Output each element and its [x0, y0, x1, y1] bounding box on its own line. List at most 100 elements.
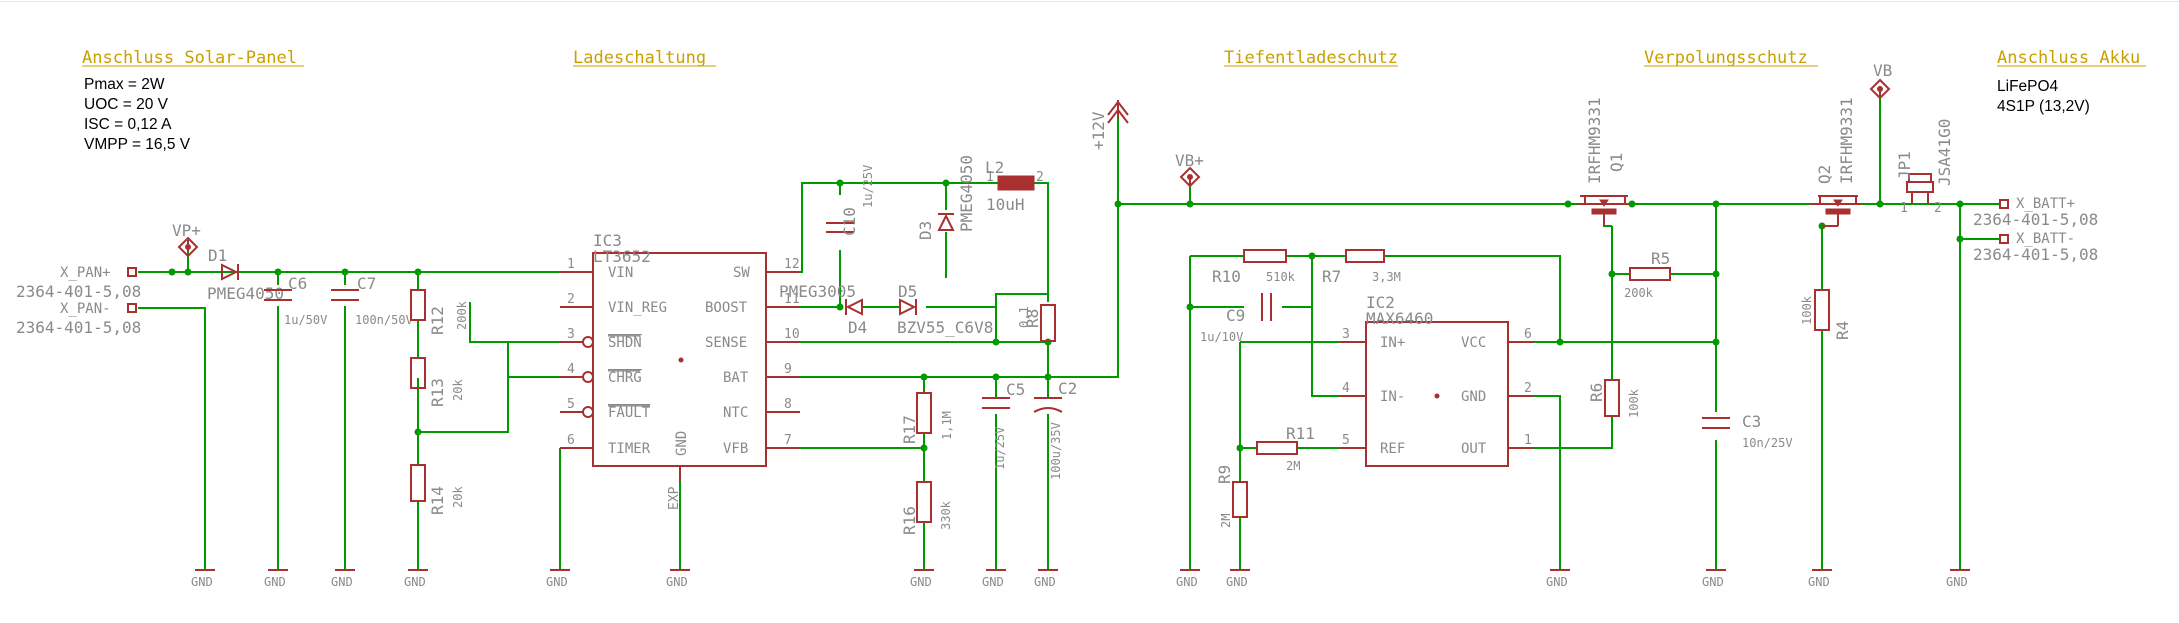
svg-text:GND: GND — [1034, 575, 1056, 589]
svg-text:GND: GND — [1546, 575, 1568, 589]
ic3-pin-vin: VIN — [608, 265, 633, 281]
solar-spec-vmpp: VMPP = 16,5 V — [84, 136, 191, 153]
resistor-r7: R7 3,3M — [1322, 249, 1401, 286]
svg-text:GND: GND — [546, 575, 568, 589]
d3-name: D3 — [916, 221, 935, 240]
svg-text:GND: GND — [1176, 575, 1198, 589]
r9-name: R9 — [1215, 465, 1234, 484]
gnd-symbol: GND — [1946, 569, 1970, 589]
q1-name: Q1 — [1607, 153, 1626, 172]
r5-name: R5 — [1651, 249, 1670, 268]
battery-spec-config: 4S1P (13,2V) — [1997, 98, 2090, 115]
r4-name: R4 — [1833, 321, 1852, 340]
svg-text:GND: GND — [191, 575, 213, 589]
junctions — [168, 179, 1964, 452]
gnd-symbol: GND — [546, 569, 570, 589]
ic3-pin-5-num: 5 — [567, 397, 575, 412]
ic2-pin-4-num: 4 — [1342, 381, 1350, 396]
connector-part-batt-1: 2364-401-5,08 — [1973, 210, 2098, 229]
ic3-pin-9-num: 9 — [784, 362, 792, 377]
solar-specs: Pmax = 2W UOC = 20 V ISC = 0,12 A VMPP =… — [84, 75, 190, 155]
section-title-charge: Ladeschaltung — [573, 48, 706, 68]
ic3-pin-sw: SW — [733, 265, 750, 281]
ic3-pin-12-num: 12 — [784, 257, 800, 272]
capacitor-c9: C9 1u/10V — [1200, 293, 1272, 344]
c7-value: 100n/50V — [355, 313, 413, 327]
d1-value: PMEG4050 — [207, 284, 284, 303]
gnd-symbol: GND — [331, 569, 355, 589]
resistor-r5: R5 200k — [1624, 249, 1671, 300]
gnd-symbol: GND — [264, 569, 288, 589]
svg-text:GND: GND — [1702, 575, 1724, 589]
ic3-pin-boost: BOOST — [705, 300, 748, 316]
l2-value: 10uH — [986, 195, 1025, 214]
capacitor-c7: C7 100n/50V — [331, 274, 413, 327]
ic3-pin-4-num: 4 — [567, 362, 575, 377]
ic3-lt3652: IC3 LT3652 1 2 3 4 5 6 VIN VIN_REG SHDN … — [560, 231, 800, 510]
r10-value: 510k — [1266, 270, 1296, 284]
ic2-pin-in-plus: IN+ — [1380, 335, 1405, 351]
capacitor-c2: C2 100u/35V — [1033, 379, 1077, 480]
connector-part-batt-2: 2364-401-5,08 — [1973, 245, 2098, 264]
resistor-r8: R8 0,1 — [1017, 304, 1056, 342]
ic3-pin-bat: BAT — [723, 370, 749, 386]
r11-name: R11 — [1286, 424, 1315, 443]
ic3-pin-vfb: VFB — [723, 441, 748, 457]
d5-name: D5 — [898, 282, 917, 301]
gnd-symbol: GND — [1808, 569, 1832, 589]
r4-value: 100k — [1800, 295, 1814, 325]
resistor-r17: R17 1,1M — [900, 392, 954, 444]
gnd-symbol: GND — [1034, 569, 1058, 589]
ic2-pin-in-minus: IN- — [1380, 389, 1405, 405]
section-title-deep-discharge: Tiefentladeschutz — [1224, 48, 1398, 68]
resistor-r14: R14 20k — [410, 464, 465, 515]
ic2-pin-1-num: 1 — [1524, 433, 1532, 448]
c9-name: C9 — [1226, 306, 1245, 325]
connector-label-batt-pos: X_BATT+ — [2016, 196, 2075, 212]
ic2-part: MAX6460 — [1366, 309, 1433, 328]
d3-value: PMEG4050 — [957, 155, 976, 232]
ic3-pin-3-num: 3 — [567, 327, 575, 342]
diode-d3: D3 PMEG4050 — [916, 155, 976, 240]
resistor-r10: R10 510k — [1212, 249, 1296, 286]
gnd-symbol: GND — [982, 569, 1006, 589]
ic3-pin-chrg: CHRG — [608, 370, 642, 386]
ic3-pin-10-num: 10 — [784, 327, 800, 342]
svg-text:GND: GND — [1946, 575, 1968, 589]
c3-value: 10n/25V — [1742, 436, 1793, 450]
resistor-r9: R9 2M — [1215, 465, 1248, 528]
r12-value: 200k — [455, 300, 469, 330]
gnd-symbol: GND — [191, 569, 215, 589]
gnd-symbol: GND — [1546, 569, 1570, 589]
svg-text:2: 2 — [1934, 201, 1942, 216]
ic3-part: LT3652 — [593, 247, 651, 266]
q2-name: Q2 — [1815, 165, 1834, 184]
q1-value: IRFHM9331 — [1585, 97, 1604, 184]
jp1-value: JSA41G0 — [1935, 119, 1954, 186]
diode-d1: D1 PMEG4050 — [207, 246, 284, 303]
c7-name: C7 — [357, 274, 376, 293]
c5-value: 1u/25V — [993, 427, 1007, 470]
ic3-pin-2-num: 2 — [567, 292, 575, 307]
c2-value: 100u/35V — [1049, 422, 1063, 480]
connector-label-pan-neg: X_PAN- — [60, 301, 111, 317]
svg-text:2: 2 — [1036, 170, 1044, 185]
battery-connector: X_BATT+ X_BATT- 2364-401-5,08 2364-401-5… — [1973, 196, 2098, 264]
ic3-pin-1-num: 1 — [567, 257, 575, 272]
gnd-symbol: GND — [910, 569, 934, 589]
resistor-r16: R16 330k — [900, 481, 953, 535]
vb-plus-symbol: VB+ — [1175, 151, 1204, 188]
mosfet-q1: IRFHM9331 Q1 — [1577, 97, 1629, 226]
ic2-name: IC2 — [1366, 293, 1395, 312]
ic3-pin-timer: TIMER — [608, 441, 651, 457]
c10-value: 1u/25V — [861, 165, 875, 208]
connector-part-pan-1: 2364-401-5,08 — [16, 282, 141, 301]
gnd-symbol: GND — [404, 569, 428, 589]
r12-name: R12 — [428, 306, 447, 335]
ic3-pin-vin-reg: VIN_REG — [608, 300, 667, 316]
diode-d4: PMEG3005 D4 — [779, 282, 867, 337]
ic3-pin-fault: FAULT — [608, 405, 651, 421]
resistor-r11: R11 2M — [1256, 424, 1315, 473]
vp-label: VP+ — [172, 221, 201, 240]
r13-value: 20k — [451, 379, 465, 401]
